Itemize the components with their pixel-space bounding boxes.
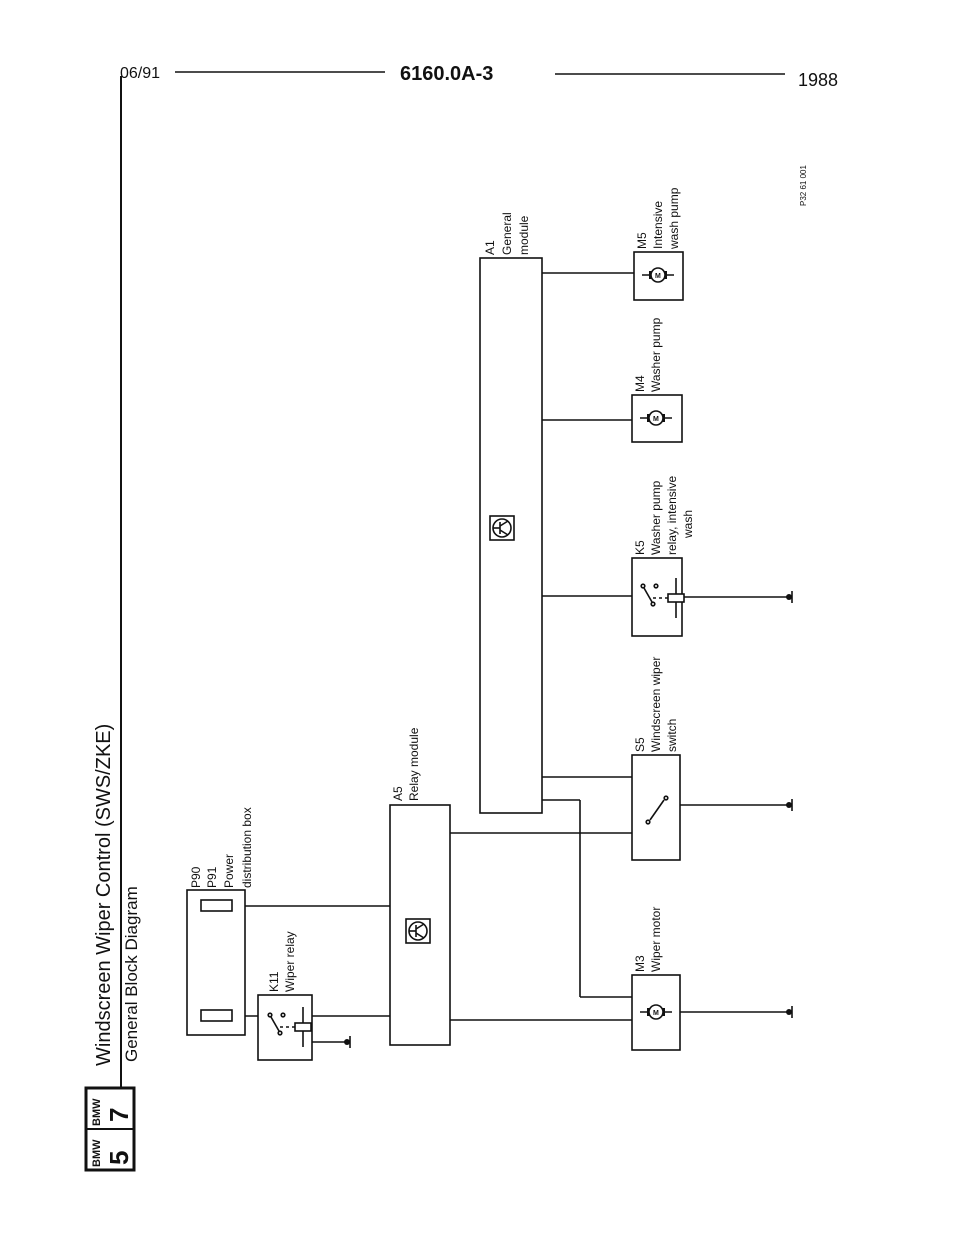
control-unit-icon (489, 515, 515, 541)
a5-code: A5 (391, 786, 405, 801)
logo-series-7: 7 (104, 1108, 134, 1122)
wires (232, 272, 788, 1043)
general-module-a1: A1 General module (479, 212, 543, 814)
logo-brand-right: BMW (91, 1098, 103, 1126)
m3-code: M3 (633, 955, 647, 972)
k11-code: K11 (267, 971, 281, 992)
header-date: 06/91 (120, 65, 160, 82)
a1-name-line2: module (517, 215, 531, 255)
m4-code: M4 (633, 375, 647, 392)
bmw-series-logo: BMW 5 BMW 7 (84, 1086, 136, 1172)
logo-series-5: 5 (104, 1151, 134, 1165)
k5-name-line1: Washer pump (649, 480, 663, 555)
fuse-icon (200, 1009, 233, 1022)
doc-number: 6160.0A-3 (400, 63, 493, 85)
p91-label: P91 (205, 866, 219, 888)
p90-label: P90 (189, 866, 203, 888)
s5-name-line2: switch (665, 719, 679, 752)
a1-code: A1 (483, 240, 497, 255)
relay-module-a5: A5 Relay module (389, 727, 451, 1046)
ground-icon (785, 798, 793, 812)
header: 06/91 6160.0A-3 1988 (120, 63, 838, 1108)
s5-code: S5 (633, 737, 647, 752)
m5-name-line2: wash pump (667, 187, 681, 250)
header-year: 1988 (798, 70, 838, 90)
m4-name: Washer pump (649, 317, 663, 392)
fuse-icon (200, 899, 233, 912)
wiper-relay-k11: K11 Wiper relay (257, 931, 313, 1061)
ground-icon (343, 1035, 351, 1049)
windscreen-wiper-switch-s5: S5 Windscreen wiper switch (631, 657, 681, 861)
k11-name: Wiper relay (283, 931, 297, 992)
page-title: Windscreen Wiper Control (SWS/ZKE) (93, 724, 115, 1066)
m5-name-line1: Intensive (651, 201, 665, 249)
distribution-box-label: distribution box (240, 807, 254, 888)
k5-name-line3: wash (681, 510, 695, 539)
power-label: Power (222, 854, 236, 888)
washer-pump-relay-k5: K5 Washer pump relay, intensive wash (631, 476, 695, 637)
wiper-motor-m3: M3 Wiper motor (631, 907, 681, 1051)
k5-name-line2: relay, intensive (665, 476, 679, 555)
m5-code: M5 (635, 232, 649, 249)
intensive-wash-pump-m5: M5 Intensive wash pump (633, 187, 684, 301)
a1-name-line1: General (500, 212, 514, 255)
switch-icon (645, 795, 669, 825)
page-subtitle: General Block Diagram (122, 886, 141, 1062)
k5-code: K5 (633, 540, 647, 555)
ground-icon (785, 1005, 793, 1019)
power-distribution-box: P90 P91 Power distribution box (186, 807, 254, 1036)
a5-name: Relay module (407, 727, 421, 801)
washer-pump-m4: M4 Washer pump (631, 317, 683, 443)
logo-brand-left: BMW (91, 1139, 103, 1167)
ground-icon (785, 590, 793, 604)
m3-name: Wiper motor (649, 907, 663, 972)
s5-name-line1: Windscreen wiper (649, 657, 663, 752)
figure-ref: P32 61 001 (799, 165, 808, 206)
control-unit-icon (405, 918, 431, 944)
